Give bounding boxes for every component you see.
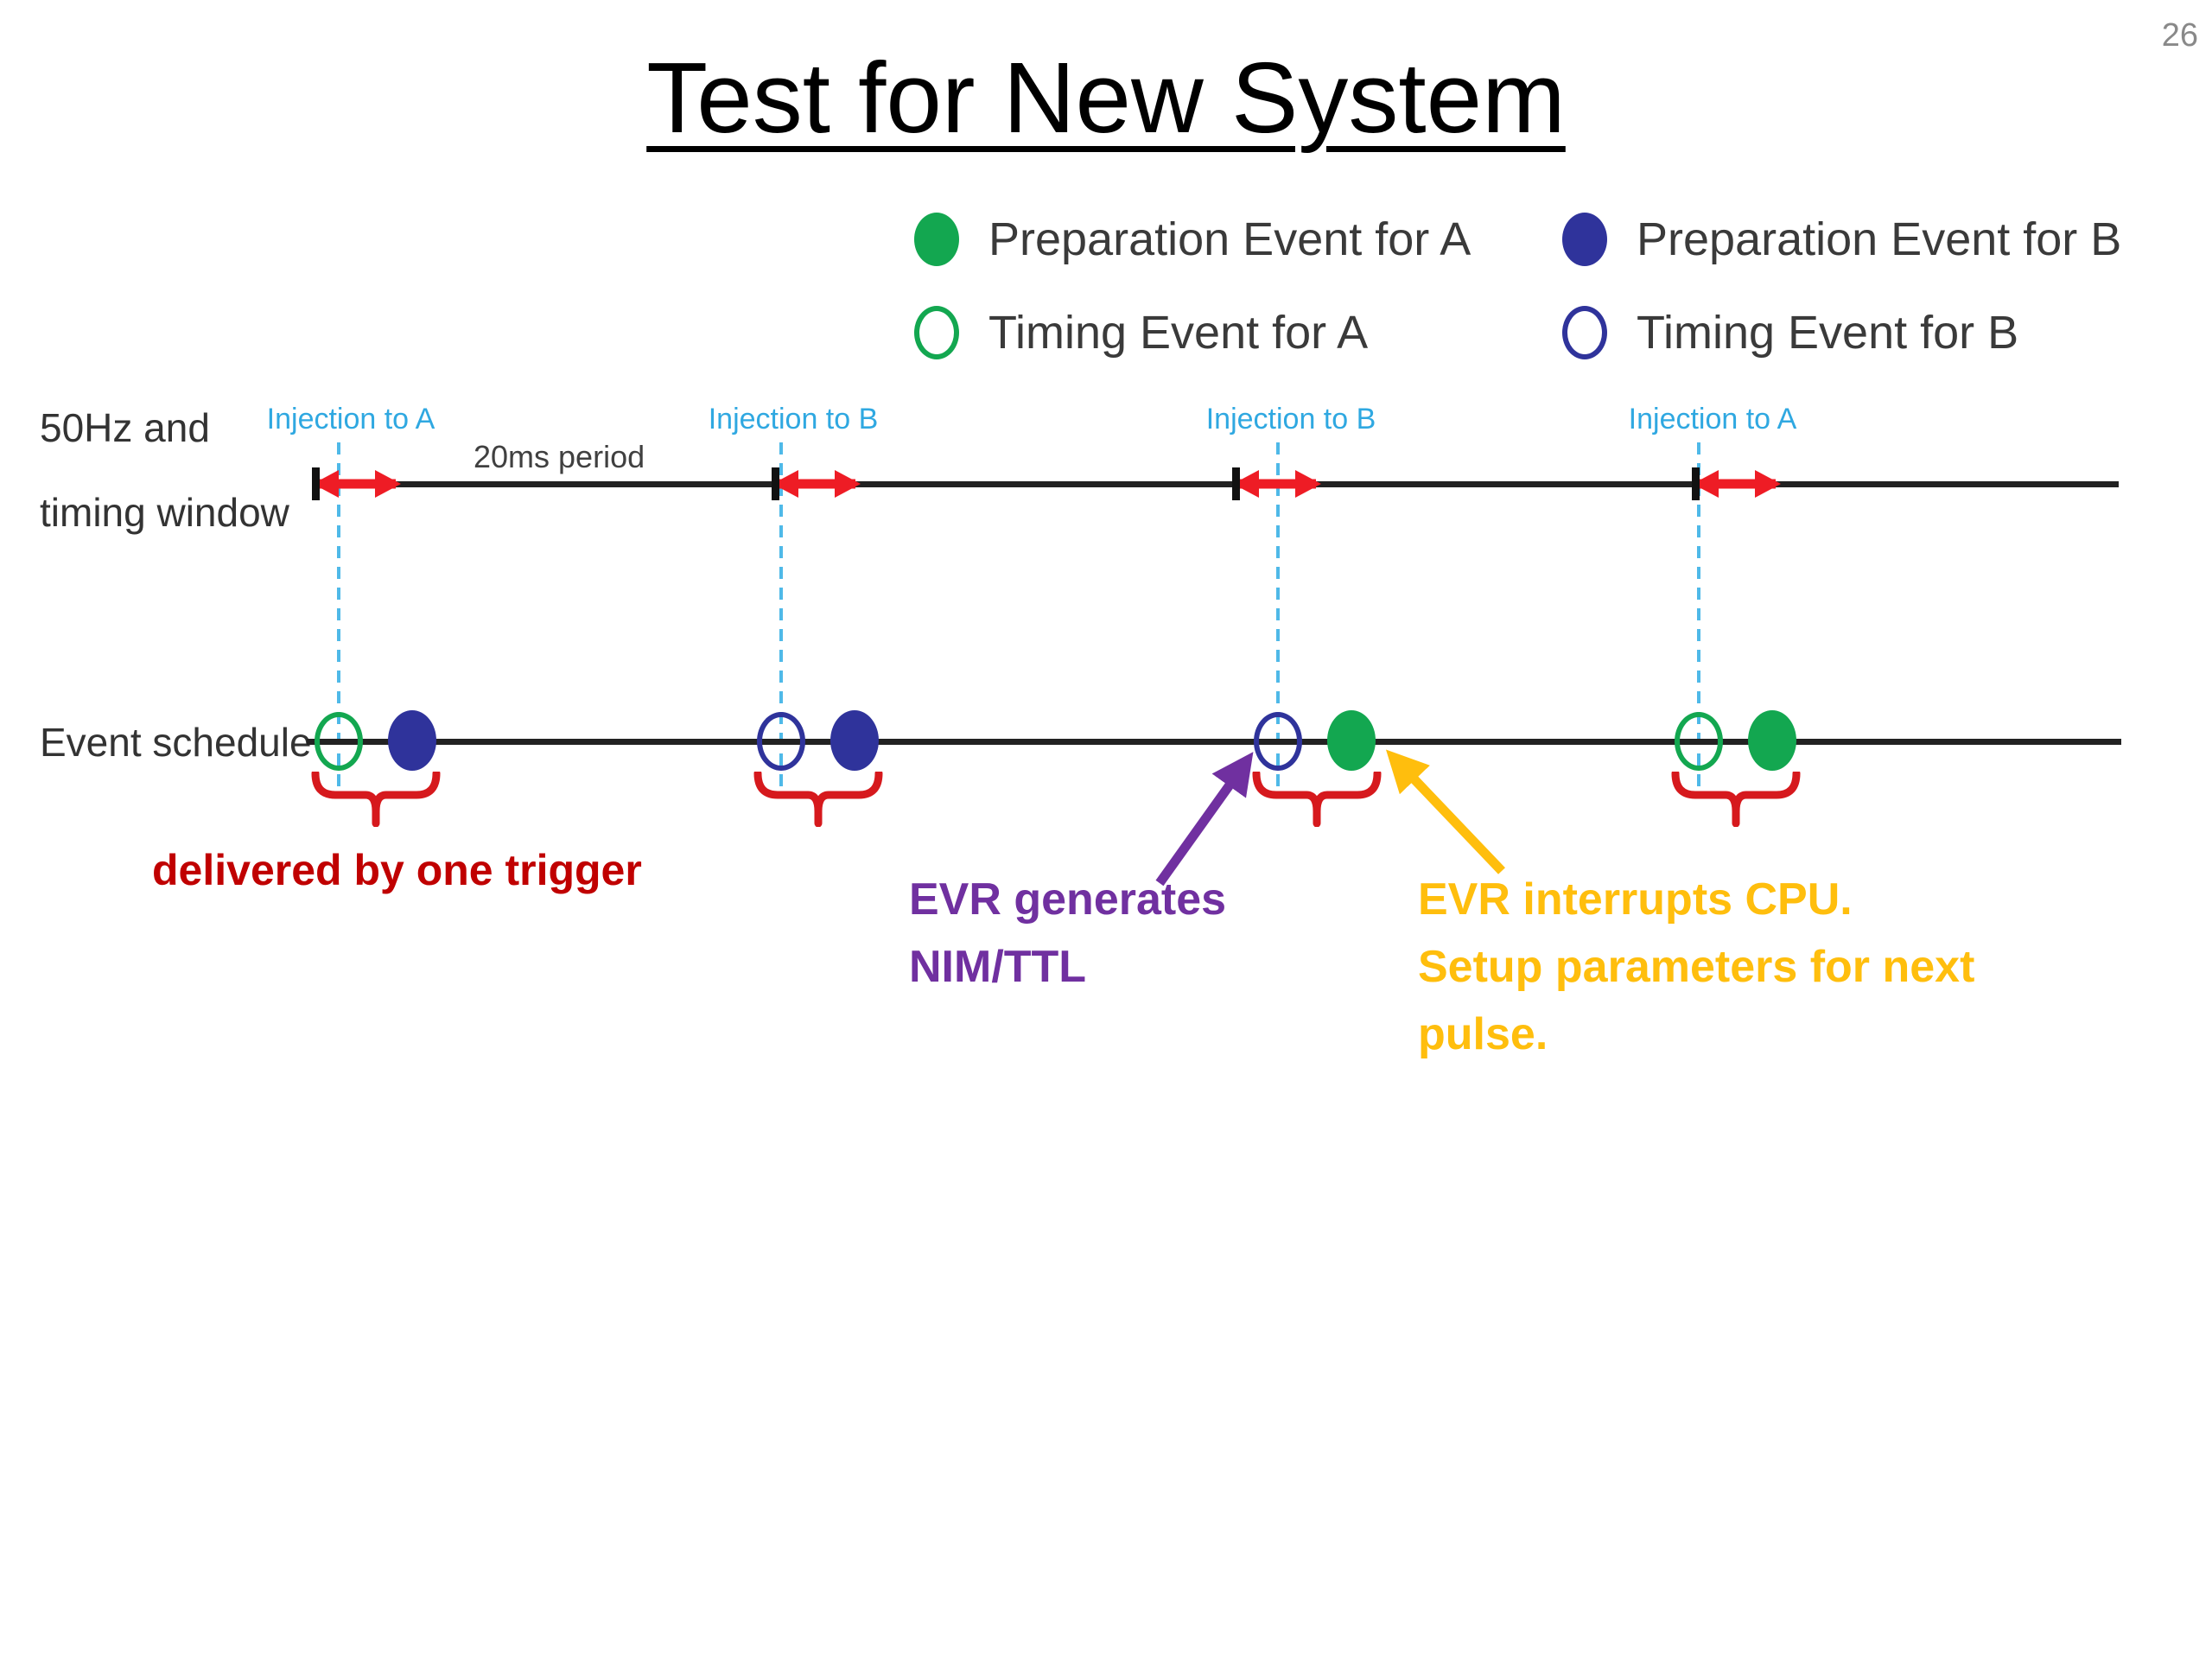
evr-cpu-line2: Setup parameters for next	[1418, 942, 1975, 992]
dashed-guide-line	[1697, 442, 1700, 797]
legend-label: Preparation Event for A	[988, 213, 1471, 265]
preparation-event-b-circle	[830, 710, 879, 771]
timing-event-b-circle	[1254, 712, 1302, 771]
injection-label: Injection to B	[1205, 403, 1376, 435]
timing-window-arrow	[1233, 470, 1321, 498]
timing-window-arrow	[313, 470, 401, 498]
injection-label: Injection to B	[708, 403, 879, 435]
evr-cpu-annotation: EVR interrupts CPU. Setup parameters for…	[1418, 866, 1974, 1068]
timing-window-arrow	[1693, 470, 1781, 498]
evr-nim-arrow	[1155, 752, 1254, 887]
open-green-circle-icon	[914, 306, 959, 359]
trigger-brace	[311, 772, 441, 827]
open-blue-circle-icon	[1562, 306, 1607, 359]
timing-event-a-circle	[315, 712, 363, 771]
evr-nim-annotation: EVR generates NIM/TTL	[909, 866, 1226, 1001]
timing-event-a-circle	[1675, 712, 1723, 771]
legend-item-prep-a: Preparation Event for A	[914, 211, 1471, 268]
period-label: 20ms period	[474, 439, 645, 474]
timing-axis-line	[315, 481, 2119, 487]
trigger-brace	[753, 772, 883, 827]
legend-label: Preparation Event for B	[1637, 213, 2122, 265]
page-number: 26	[2161, 17, 2198, 54]
injection-tick	[1692, 467, 1700, 500]
dashed-guide-line	[337, 442, 340, 797]
legend-label: Timing Event for B	[1637, 307, 2019, 359]
timing-window-arrow	[772, 470, 861, 498]
injection-tick	[1232, 467, 1240, 500]
legend-item-timing-a: Timing Event for A	[914, 304, 1368, 361]
event-row-label: Event schedule	[40, 720, 312, 765]
timing-row-label-line1: 50Hz and	[40, 405, 210, 450]
trigger-annotation: delivered by one trigger	[152, 846, 642, 894]
evr-cpu-line3: pulse.	[1418, 1009, 1548, 1059]
evr-nim-line1: EVR generates	[909, 874, 1227, 925]
evr-nim-line2: NIM/TTL	[909, 942, 1087, 992]
preparation-event-b-circle	[388, 710, 436, 771]
evr-cpu-arrow	[1385, 749, 1505, 874]
filled-green-circle-icon	[914, 213, 959, 266]
filled-blue-circle-icon	[1562, 213, 1607, 266]
injection-tick	[772, 467, 779, 500]
trigger-brace	[1252, 772, 1382, 827]
dashed-guide-line	[1276, 442, 1280, 797]
event-axis-line	[307, 739, 2121, 745]
timing-row-label-line2: timing window	[40, 490, 289, 535]
preparation-event-a-circle	[1748, 710, 1796, 771]
legend-item-timing-b: Timing Event for B	[1562, 304, 2018, 361]
evr-cpu-line1: EVR interrupts CPU.	[1418, 874, 1853, 925]
legend-label: Timing Event for A	[988, 307, 1369, 359]
preparation-event-a-circle	[1327, 710, 1376, 771]
timing-event-b-circle	[757, 712, 805, 771]
dashed-guide-line	[779, 442, 783, 797]
trigger-brace	[1671, 772, 1801, 827]
injection-tick	[312, 467, 320, 500]
injection-label: Injection to A	[266, 403, 435, 435]
injection-label: Injection to A	[1628, 403, 1797, 435]
slide-title: Test for New System	[646, 41, 1566, 154]
legend-item-prep-b: Preparation Event for B	[1562, 211, 2121, 268]
